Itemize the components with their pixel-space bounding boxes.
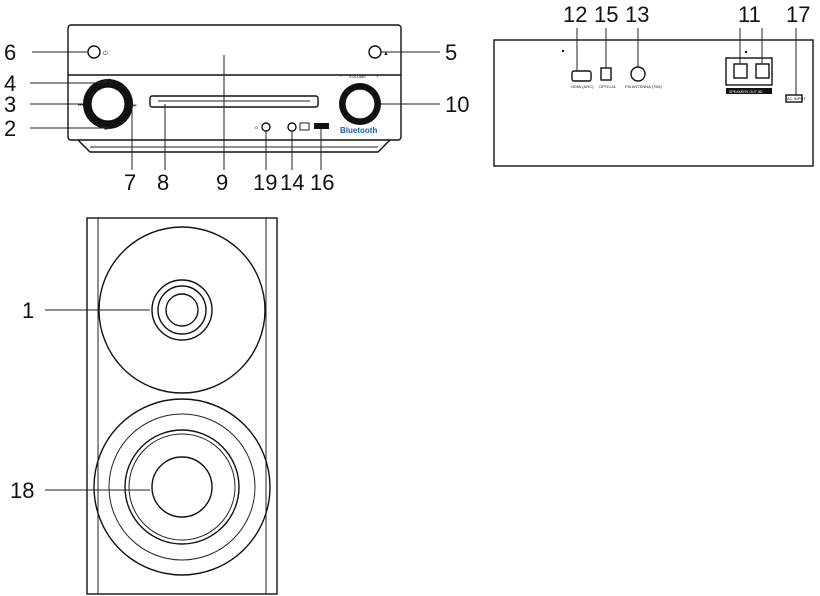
leader-lines xyxy=(30,28,797,491)
callout-10: 10 xyxy=(445,92,469,117)
previous-icon: ⏮ xyxy=(78,103,84,109)
callout-15: 15 xyxy=(594,2,618,27)
hdmi-label: HDMI (ARC) xyxy=(571,84,594,89)
fm-antenna-jack xyxy=(630,66,646,82)
woofer-surround-outer xyxy=(93,398,271,576)
tweeter-dome xyxy=(165,293,199,327)
main-unit-front: ⏻ ▲ ▶‖ ⏮ ⏭ ■ − VOLUME + Ω Bluetooth xyxy=(67,24,402,153)
volume-minus-icon: − xyxy=(340,74,343,79)
next-icon: ⏭ xyxy=(131,103,137,109)
speaker-terminal-right xyxy=(755,63,770,79)
play-pause-icon: ▶‖ xyxy=(104,79,111,85)
usb-port xyxy=(314,123,329,129)
callout-5: 5 xyxy=(445,40,457,65)
power-icon: ⏻ xyxy=(103,50,108,57)
speaker xyxy=(86,217,278,595)
callout-1: 1 xyxy=(22,298,34,323)
speaker-terminal-left xyxy=(733,63,748,79)
optical-port xyxy=(600,67,612,81)
tweeter-ring-mid xyxy=(157,285,207,335)
bluetooth-logo: Bluetooth xyxy=(340,126,377,135)
speaker-screw-dot xyxy=(744,50,748,54)
unit-base-stand xyxy=(77,139,391,153)
woofer-cone-inner xyxy=(128,433,236,541)
callout-7: 7 xyxy=(124,170,136,195)
volume-knob xyxy=(344,88,376,120)
aux-in-marker xyxy=(299,122,310,131)
woofer-cone xyxy=(124,429,240,545)
aux-in-jack xyxy=(287,122,297,132)
callout-11: 11 xyxy=(738,2,761,27)
callout-2: 2 xyxy=(4,116,16,141)
callout-17: 17 xyxy=(786,2,810,27)
cd-slot xyxy=(149,95,319,108)
callout-numbers: 6 4 3 2 7 8 9 19 14 16 5 10 12 15 13 11 … xyxy=(4,2,810,503)
callout-16: 16 xyxy=(310,170,334,195)
volume-label: VOLUME xyxy=(349,74,366,79)
eject-button xyxy=(368,45,382,59)
callout-6: 6 xyxy=(4,40,16,65)
headphone-icon: Ω xyxy=(255,125,258,130)
ac-input-socket xyxy=(785,94,803,103)
rear-panel-outline xyxy=(493,39,814,167)
headphone-jack xyxy=(261,122,271,132)
hdmi-port xyxy=(571,70,592,82)
callout-19: 19 xyxy=(253,170,277,195)
callout-3: 3 xyxy=(4,92,16,117)
speaker-out-label: SPEAKERS OUT 8Ω xyxy=(729,90,763,94)
ac-input-label: AC INPUT xyxy=(787,96,806,101)
callout-14: 14 xyxy=(280,170,304,195)
speaker-cabinet xyxy=(86,217,278,595)
callout-18: 18 xyxy=(10,478,34,503)
callout-13: 13 xyxy=(625,2,649,27)
speaker-terminal-block xyxy=(725,57,773,86)
volume-plus-icon: + xyxy=(376,74,379,79)
power-button xyxy=(87,45,101,59)
optical-label: OPTICAL xyxy=(599,84,617,89)
fm-antenna-label: FM ANTENNA (75Ω) xyxy=(625,84,662,89)
callout-4: 4 xyxy=(4,71,16,96)
rear-screw-dot xyxy=(561,49,565,53)
tweeter-ring-outer xyxy=(151,279,213,341)
callout-9: 9 xyxy=(216,170,228,195)
callout-12: 12 xyxy=(563,2,587,27)
stop-icon: ■ xyxy=(104,126,108,132)
main-unit-rear: HDMI (ARC) OPTICAL FM ANTENNA (75Ω) SPEA… xyxy=(493,39,814,167)
source-knob xyxy=(90,86,126,122)
woofer-dust-cap xyxy=(151,456,213,518)
woofer-surround-inner xyxy=(108,413,256,561)
eject-icon: ▲ xyxy=(383,51,389,57)
callout-8: 8 xyxy=(157,170,169,195)
speaker-label-bar xyxy=(726,88,772,94)
